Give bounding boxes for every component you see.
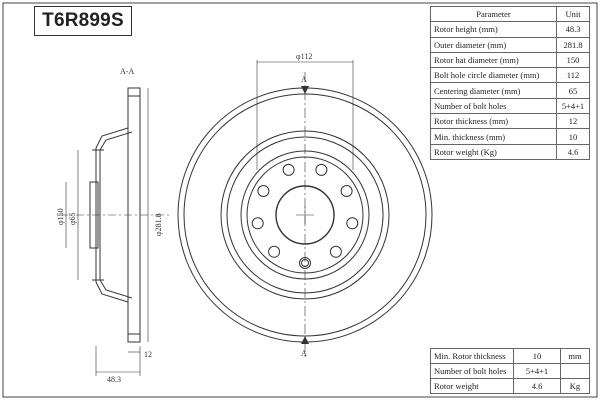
spec-param: Bolt hole circle diameter (mm): [430, 67, 557, 84]
spec-value: 10: [556, 128, 590, 145]
spec-value: 281.8: [556, 36, 590, 53]
spec-value: 48.3: [556, 21, 590, 38]
spec-value: 4.6: [556, 143, 590, 160]
summary-value: 10: [513, 348, 561, 364]
summary-unit: [560, 363, 590, 379]
spec-row: Rotor height (mm)48.3: [430, 21, 590, 38]
bolt-hole: [299, 257, 311, 269]
spec-param: Number of bolt holes: [430, 97, 557, 115]
bolt-hole: [251, 217, 264, 230]
spec-header-unit: Unit: [556, 5, 590, 23]
bolt-hole: [282, 163, 295, 176]
section-view: A-A: [60, 67, 170, 376]
summary-value: 5+4+1: [513, 363, 561, 379]
summary-unit: mm: [560, 348, 590, 364]
locating-hole: [301, 259, 309, 267]
summary-label: Rotor weight: [430, 378, 514, 394]
part-number: T6R899S: [34, 6, 132, 36]
spec-param: Rotor height (mm): [430, 21, 557, 38]
arrow-bottom-icon: [301, 336, 309, 344]
bolt-hole-pattern: [251, 163, 359, 269]
summary-label: Min. Rotor thickness: [430, 348, 514, 364]
spec-row: Rotor hat diameter (mm)150: [430, 51, 590, 69]
spec-row: Rotor weight (Kg)4.6: [430, 143, 590, 160]
dim-centering: φ65: [68, 212, 77, 225]
section-label: A-A: [120, 67, 134, 76]
dim-bolt-circle: φ112: [296, 52, 312, 61]
bolt-hole: [329, 245, 342, 258]
bolt-hole: [346, 217, 359, 230]
spec-param: Outer diameter (mm): [430, 36, 557, 53]
spec-value: 5+4+1: [556, 97, 590, 115]
spec-value: 65: [556, 82, 590, 99]
spec-param: Min. thickness (mm): [430, 128, 557, 145]
dim-height: 48.3: [107, 375, 121, 384]
dim-outer: φ281.8: [154, 213, 163, 236]
spec-param: Rotor weight (Kg): [430, 143, 557, 160]
bolt-hole: [315, 163, 328, 176]
spec-value: 112: [556, 67, 590, 84]
spec-param: Centering diameter (mm): [430, 82, 557, 99]
summary-label: Number of bolt holes: [430, 363, 514, 379]
spec-header-row: Parameter Unit: [430, 5, 590, 23]
dim-thickness: 12: [144, 350, 152, 359]
arrow-top-icon: [301, 86, 309, 94]
spec-row: Centering diameter (mm)65: [430, 82, 590, 99]
summary-unit: Kg: [560, 378, 590, 394]
spec-param: Rotor hat diameter (mm): [430, 51, 557, 69]
spec-value: 150: [556, 51, 590, 69]
spec-value: 12: [556, 113, 590, 130]
spec-param: Rotor thickness (mm): [430, 113, 557, 130]
spec-row: Rotor thickness (mm)12: [430, 113, 590, 130]
spec-row: Min. thickness (mm)10: [430, 128, 590, 145]
bolt-hole: [257, 185, 270, 197]
spec-row: Bolt hole circle diameter (mm)112: [430, 67, 590, 84]
section-marker-bottom: A: [301, 349, 307, 358]
spec-row: Outer diameter (mm)281.8: [430, 36, 590, 53]
section-marker-top: A: [301, 75, 307, 84]
summary-value: 4.6: [513, 378, 561, 394]
dim-hat: φ150: [56, 208, 65, 225]
spec-header-param: Parameter: [430, 5, 557, 23]
bolt-hole: [340, 185, 353, 197]
front-view: [177, 60, 433, 358]
bolt-hole: [268, 245, 281, 258]
